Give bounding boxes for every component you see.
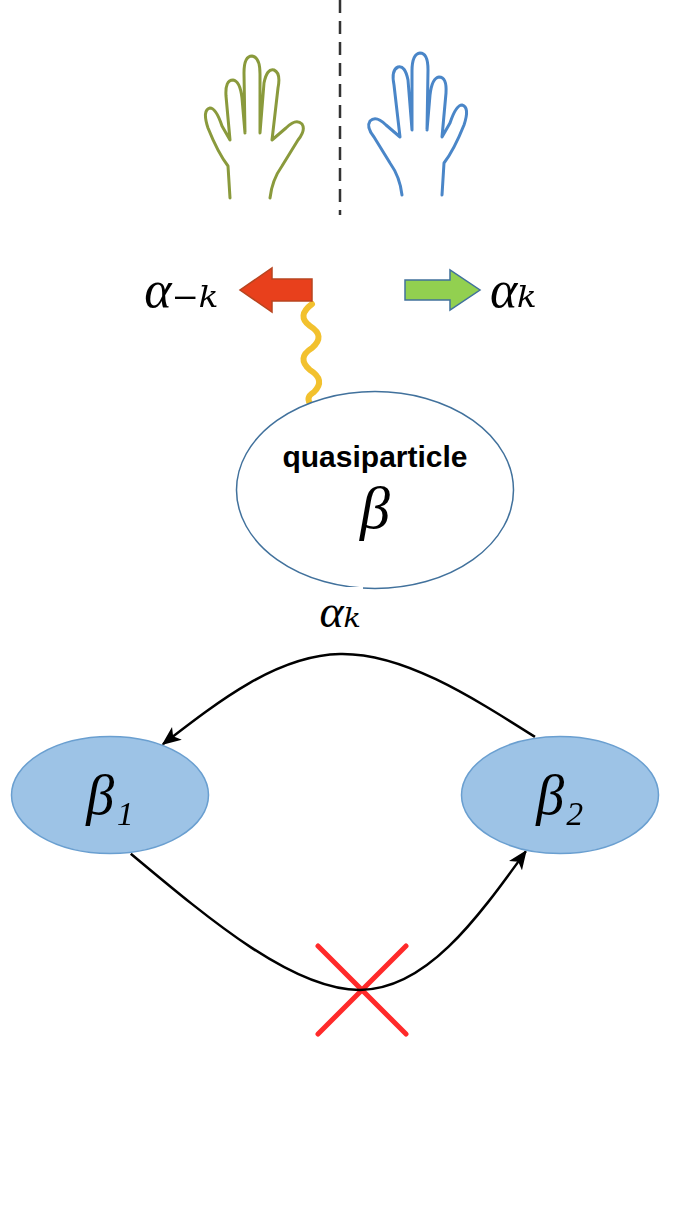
ellipse-outline: [237, 392, 514, 589]
transition-arrow: [131, 851, 526, 990]
ellipse-outline: [12, 737, 209, 854]
quasiparticle-ellipse: quasiparticleβ: [235, 390, 515, 590]
state-ellipse: β₂: [460, 735, 660, 855]
mode-label: αₖ: [490, 261, 536, 318]
transition-arrow: [163, 654, 535, 744]
node-symbol: β: [360, 475, 390, 541]
node-body: quasiparticleβ: [282, 439, 467, 541]
ellipse-outline: [462, 737, 659, 854]
red-arrow: [240, 268, 312, 312]
green-arrow: [405, 270, 480, 310]
node-heading: quasiparticle: [282, 439, 467, 475]
state-ellipse: β₁: [10, 735, 210, 855]
node-body: β₂: [536, 764, 583, 826]
node-body: β₁: [86, 764, 133, 826]
node-symbol: β₁: [86, 764, 133, 826]
node-symbol: β₂: [536, 764, 583, 826]
right-hand: [369, 53, 467, 195]
wavy-line: [303, 304, 319, 406]
edge-label: αₖ: [317, 587, 364, 638]
mirror-line: [339, 0, 342, 215]
mode-label: α₋ₖ: [144, 261, 218, 318]
left-hand: [205, 56, 303, 198]
